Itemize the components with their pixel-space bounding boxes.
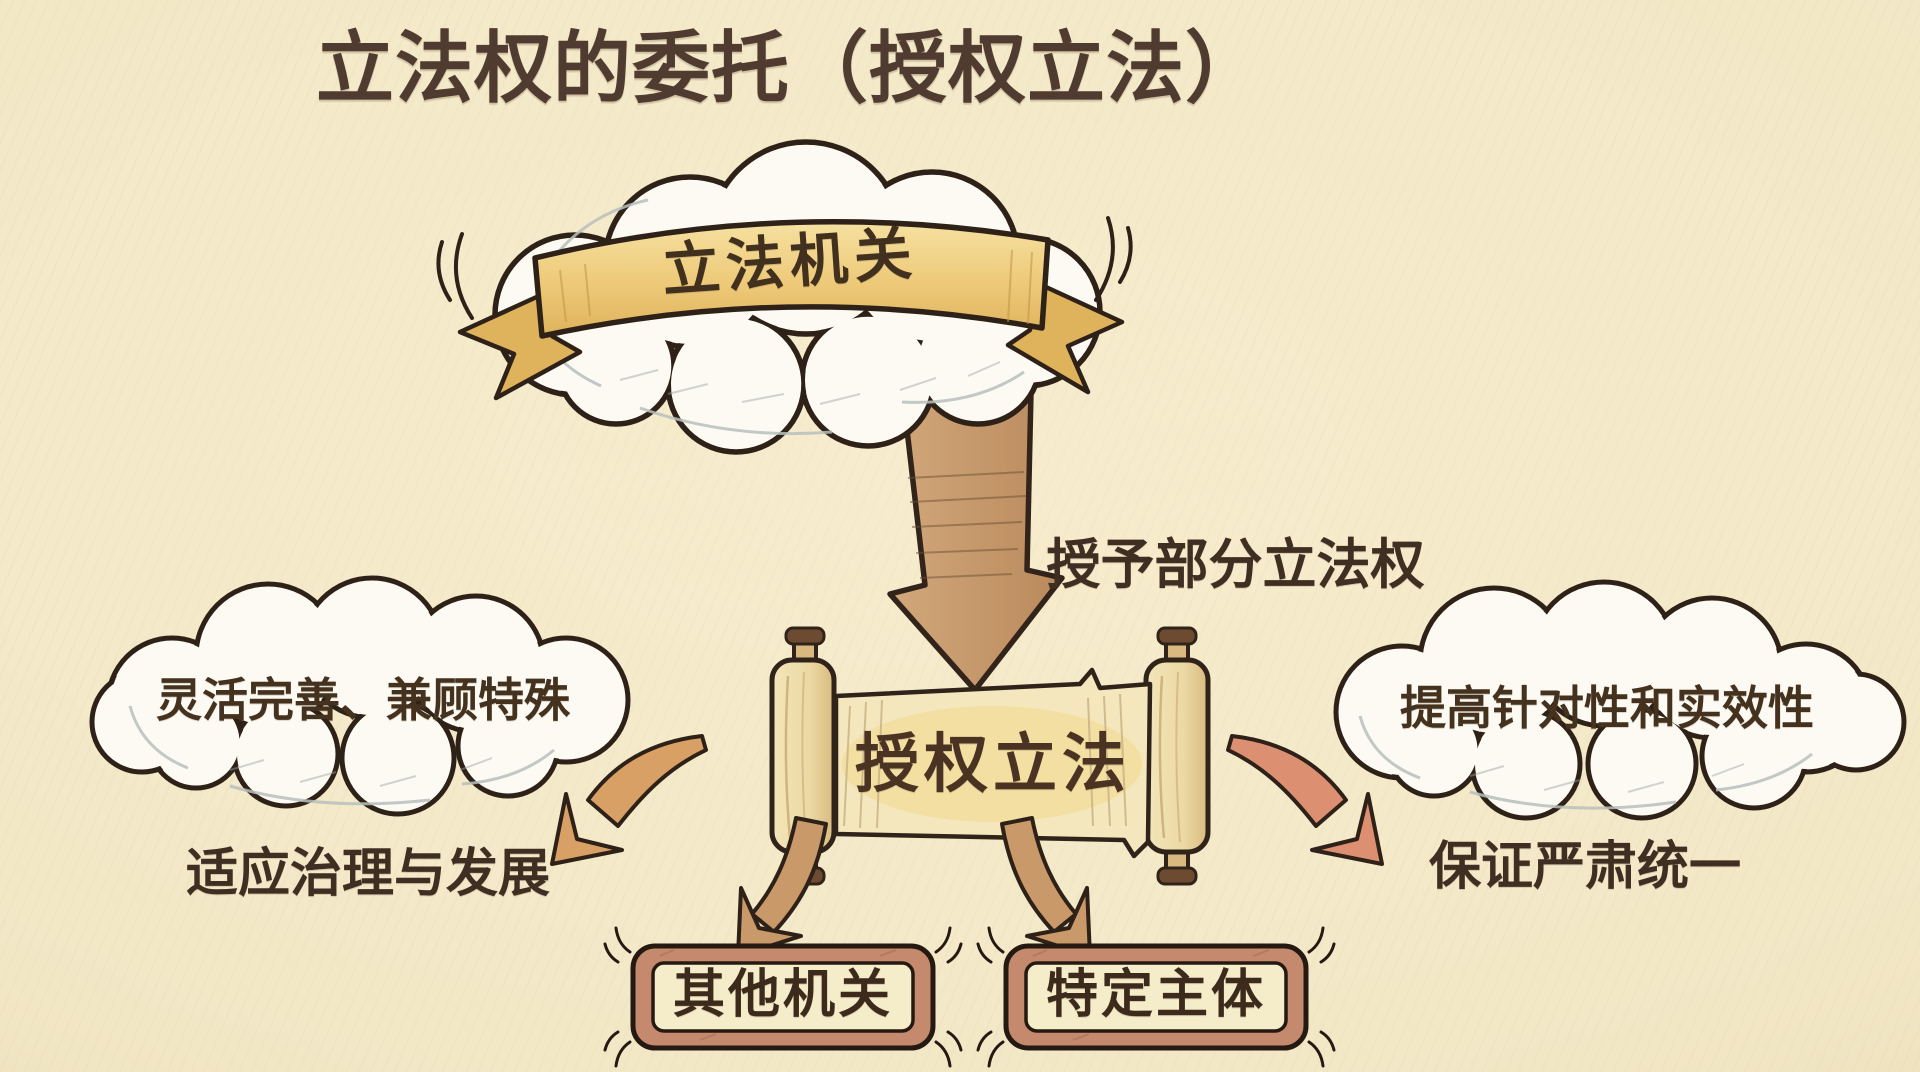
right-cloud-shape xyxy=(1333,579,1907,821)
right-note-label: 保证严肃统一 xyxy=(1428,838,1741,896)
left-cloud-shape xyxy=(89,575,631,817)
center-scroll-shape xyxy=(769,626,1211,886)
right-box-label: 特定主体 xyxy=(1045,966,1266,1024)
right-chevron-arrow xyxy=(1000,816,1092,958)
main-arrow-label: 授予部分立法权 xyxy=(1046,535,1425,595)
left-chevron-arrow xyxy=(736,816,828,958)
left-box-shape xyxy=(603,926,963,1068)
top-banner-ribbon xyxy=(457,219,1125,401)
main-down-arrow xyxy=(887,389,1065,693)
left-note-label: 适应治理与发展 xyxy=(185,845,550,903)
page-title: 立法权的委托（授权立法） xyxy=(315,24,1264,112)
cloud-motion-lines xyxy=(436,216,1133,320)
right-curved-arrow xyxy=(1226,734,1384,866)
right-cloud-label: 提高针对性和实效性 xyxy=(1400,682,1814,734)
center-scroll-label: 授权立法 xyxy=(855,728,1131,800)
left-box-label: 其他机关 xyxy=(672,966,893,1024)
right-box-shape xyxy=(976,926,1336,1068)
left-curved-arrow xyxy=(550,734,708,866)
left-cloud-label: 灵活完善、兼顾特殊 xyxy=(156,674,570,726)
